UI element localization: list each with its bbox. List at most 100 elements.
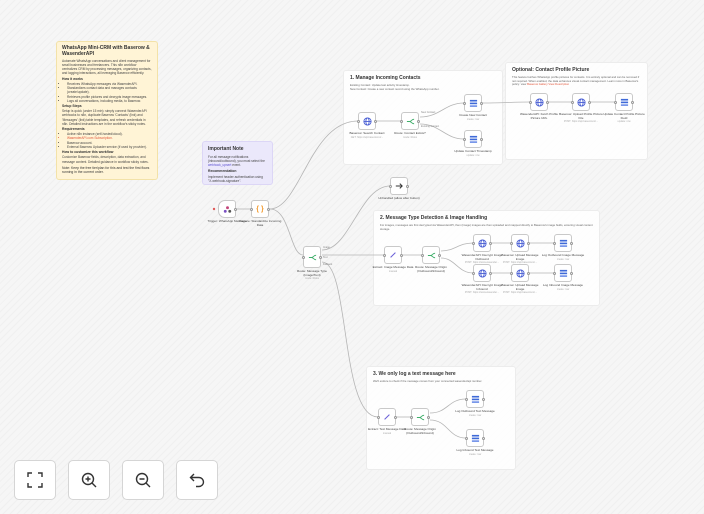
- important-link[interactable]: webhook_upsert: [208, 163, 232, 168]
- input-port[interactable]: [302, 256, 305, 259]
- workflow-node[interactable]: [614, 93, 634, 111]
- output-port[interactable]: [480, 138, 483, 141]
- output-port[interactable]: [480, 102, 483, 105]
- globe-icon: [576, 97, 586, 107]
- recommendation-text: Implement header authentication using "X…: [208, 174, 263, 184]
- output-port[interactable]: [588, 101, 591, 104]
- output-port[interactable]: [267, 208, 270, 211]
- workflow-node[interactable]: [410, 408, 430, 426]
- webhook-icon: [223, 205, 232, 214]
- fit-view-button[interactable]: [14, 460, 56, 500]
- input-port[interactable]: [410, 416, 413, 419]
- output-port[interactable]: [417, 120, 420, 123]
- connection: [321, 185, 391, 251]
- input-port[interactable]: [377, 416, 380, 419]
- input-port[interactable]: [510, 272, 513, 275]
- output-port[interactable]: [406, 185, 409, 188]
- workflow-node[interactable]: [510, 264, 530, 282]
- input-port[interactable]: [463, 102, 466, 105]
- connection: [440, 257, 474, 274]
- sticky-note-important[interactable]: Important Note For all message notificat…: [202, 141, 273, 185]
- output-port[interactable]: [631, 101, 634, 104]
- workflow-node[interactable]: [465, 429, 485, 447]
- output-port[interactable]: [319, 256, 322, 259]
- node-subtitle: POST: https://api.baserow.io/...: [502, 261, 538, 265]
- group-profile-picture[interactable]: Optional: Contact Profile Picture This f…: [505, 62, 648, 160]
- workflow-node[interactable]: [218, 200, 237, 218]
- fullscreen-icon: [27, 472, 43, 488]
- workflow-node[interactable]: [465, 390, 485, 408]
- workflow-node[interactable]: [510, 234, 530, 252]
- input-port[interactable]: [357, 120, 360, 123]
- workflow-node[interactable]: [463, 94, 483, 112]
- output-port[interactable]: [527, 242, 530, 245]
- zoom-in-button[interactable]: [68, 460, 110, 500]
- feature-item: Receives WhatsApp messages via WasenderA…: [67, 82, 152, 86]
- output-port[interactable]: [482, 398, 485, 401]
- workflow-node[interactable]: [357, 112, 377, 130]
- group-message-type[interactable]: 2. Message Type Detection & Image Handli…: [373, 210, 600, 306]
- output-port[interactable]: [489, 242, 492, 245]
- zoom-out-button[interactable]: [122, 460, 164, 500]
- output-port[interactable]: [374, 120, 377, 123]
- sticky-note-overview[interactable]: WhatsApp Mini-CRM with Baserow & Wasende…: [56, 41, 158, 180]
- input-port[interactable]: [383, 254, 386, 257]
- workflow-node[interactable]: [553, 264, 573, 282]
- workflow-node[interactable]: [377, 408, 397, 426]
- output-port[interactable]: [570, 272, 573, 275]
- node-title: Log Outbound Text Message: [455, 409, 495, 413]
- workflow-node[interactable]: [389, 177, 409, 195]
- input-port[interactable]: [465, 398, 468, 401]
- input-port[interactable]: [614, 101, 617, 104]
- node-subtitle: update: row: [466, 153, 480, 157]
- input-port[interactable]: [510, 242, 513, 245]
- input-port[interactable]: [389, 185, 392, 188]
- node-label: Route: Contact Exists?mode: Rules: [388, 131, 432, 139]
- baserow-icon: [469, 135, 478, 144]
- input-port[interactable]: [465, 437, 468, 440]
- workflow-node[interactable]: [553, 234, 573, 252]
- output-port[interactable]: [489, 272, 492, 275]
- output-port[interactable]: [527, 272, 530, 275]
- output-port[interactable]: [546, 101, 549, 104]
- input-port[interactable]: [463, 138, 466, 141]
- output-port[interactable]: [234, 208, 237, 211]
- output-port[interactable]: [394, 416, 397, 419]
- input-port[interactable]: [571, 101, 574, 104]
- workflow-node[interactable]: [400, 112, 420, 130]
- workflow-node[interactable]: [463, 130, 483, 148]
- input-port[interactable]: [553, 242, 556, 245]
- node-title: Update Contact Timestamp: [454, 149, 492, 153]
- input-port[interactable]: [472, 272, 475, 275]
- output-port[interactable]: [438, 254, 441, 257]
- workflow-node[interactable]: [302, 246, 322, 268]
- output-port[interactable]: [427, 416, 430, 419]
- workflow-node[interactable]: [472, 234, 492, 252]
- group-title: Optional: Contact Profile Picture: [512, 67, 590, 73]
- input-port[interactable]: [529, 101, 532, 104]
- input-port[interactable]: [421, 254, 424, 257]
- node-title: Log Inbound Text Message: [456, 448, 494, 452]
- input-port[interactable]: [250, 208, 253, 211]
- workflow-node[interactable]: [529, 93, 549, 111]
- workflow-node[interactable]: { }: [250, 200, 270, 218]
- requirement-item[interactable]: WasenderAPI.com Subscription.: [67, 136, 152, 140]
- node-label: Prepare: Standardize Incoming Data: [238, 219, 282, 227]
- node-subtitle: POST: https://www.wasender...: [464, 261, 500, 265]
- input-port[interactable]: [400, 120, 403, 123]
- workflow-node[interactable]: [472, 264, 492, 282]
- node-title: Route: Contact Exists?: [394, 131, 426, 135]
- output-port[interactable]: [482, 437, 485, 440]
- workflow-node[interactable]: [383, 246, 403, 264]
- feature-item: Retrieves profile pictures and decrypts …: [67, 95, 152, 99]
- workflow-node[interactable]: [571, 93, 591, 111]
- undo-button[interactable]: [176, 460, 218, 500]
- group-link[interactable]: Baserow Gallery View Description: [527, 82, 570, 87]
- output-port[interactable]: [400, 254, 403, 257]
- node-title: WasenderAPI: Decrypt Image Inbound: [461, 283, 503, 291]
- output-port[interactable]: [570, 242, 573, 245]
- workflow-node[interactable]: [421, 246, 441, 264]
- input-port[interactable]: [553, 272, 556, 275]
- input-port[interactable]: [472, 242, 475, 245]
